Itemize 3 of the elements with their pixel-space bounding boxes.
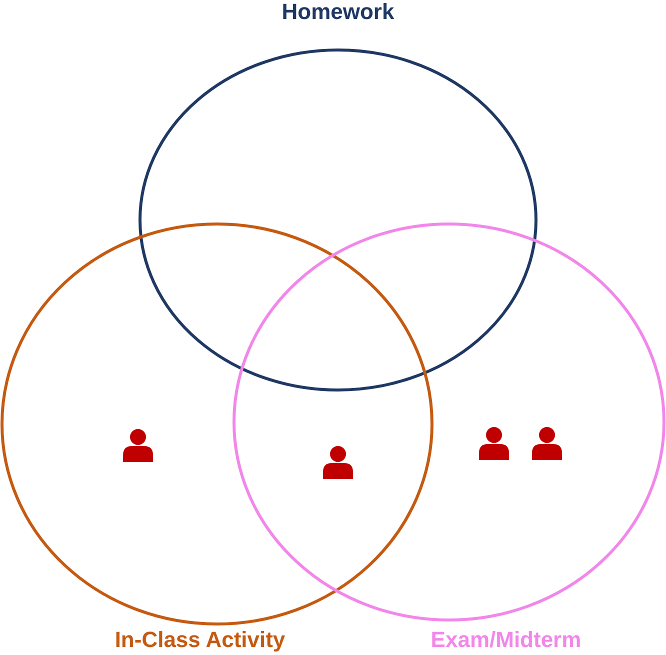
circle-label: In-Class Activity — [114, 628, 286, 652]
circle-label: Homework — [282, 0, 394, 24]
circle-label: Exam/Midterm — [430, 628, 582, 652]
